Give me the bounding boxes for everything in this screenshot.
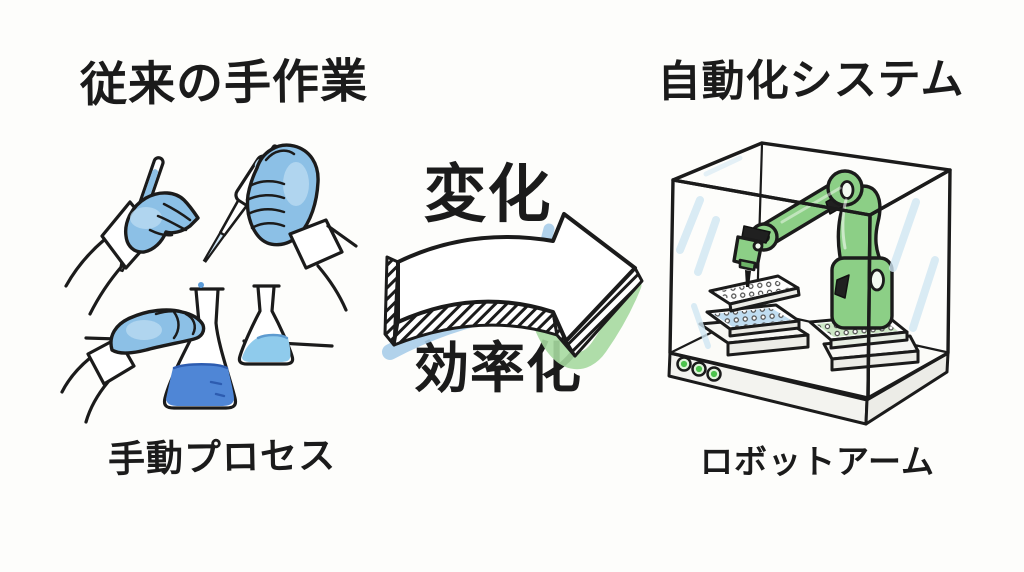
automation-system-illustration <box>667 141 952 426</box>
left-title: 従来の手作業 <box>79 53 369 114</box>
glass-enclosure <box>668 141 952 400</box>
arrow-label-top: 変化 <box>423 158 552 231</box>
glass-back-edges <box>670 142 948 354</box>
right-title: 自動化システム <box>657 54 965 108</box>
gloved-hand-dropper <box>64 191 200 316</box>
robot-pipette-tip <box>745 270 751 287</box>
arrow-green-glow <box>534 276 642 370</box>
gloved-hand-flask <box>60 308 206 424</box>
indicator-lights <box>676 356 722 382</box>
well-plate-blue <box>698 303 810 357</box>
transition-arrow-icon <box>382 212 644 370</box>
flask-light-icon <box>237 284 295 366</box>
droplet-icon <box>198 282 204 288</box>
right-caption: ロボットアーム <box>700 442 936 481</box>
well-plate-white <box>708 274 801 313</box>
glass-reflections <box>676 155 939 349</box>
flask-dark-icon <box>162 287 238 410</box>
left-caption: 手動プロセス <box>107 433 337 481</box>
arrow-face <box>396 212 637 343</box>
manual-process-illustration <box>60 143 358 424</box>
gloved-hand-micropipette <box>245 143 358 312</box>
